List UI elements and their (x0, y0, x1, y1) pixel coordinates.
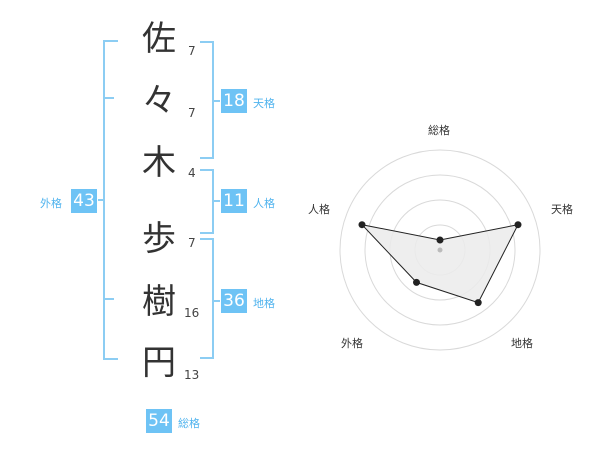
radar-point-4 (413, 278, 420, 286)
soukaku-value-box: 54 (146, 409, 172, 433)
given-char-3: 円 (142, 343, 176, 383)
gaikaku-label: 外格 (40, 197, 62, 210)
gaikaku-value-box: 43 (71, 189, 97, 213)
given-strokes-3: 13 (184, 368, 200, 382)
radar-point-3 (474, 299, 482, 307)
soukaku-label: 総格 (178, 417, 200, 430)
tenkaku-label: 天格 (253, 97, 275, 110)
radar-grid-ring-3 (364, 174, 516, 326)
chikaku-value-box: 36 (221, 289, 247, 313)
radar-axis-label-jinkaku: 人格 (308, 203, 330, 216)
given-char-1: 歩 (142, 219, 176, 259)
given-strokes-2: 16 (184, 306, 200, 320)
jinkaku-value-box: 11 (221, 189, 247, 213)
surname-strokes-1: 7 (188, 44, 196, 58)
radar-grid-ring-4 (339, 149, 541, 351)
surname-char-3: 木 (142, 143, 176, 183)
radar-point-2 (514, 221, 522, 229)
jinkaku-label: 人格 (253, 197, 275, 210)
radar-axis-label-gaikaku: 外格 (341, 337, 363, 350)
chikaku-label: 地格 (253, 297, 275, 310)
given-char-2: 樹 (142, 282, 176, 322)
chikaku-bracket (200, 238, 214, 359)
radar-point-1 (436, 236, 444, 244)
surname-strokes-3: 4 (188, 166, 196, 180)
tenkaku-value-box: 18 (221, 89, 247, 113)
radar-axis-label-soukaku: 総格 (428, 124, 450, 137)
radar-point-5 (358, 221, 366, 229)
given-strokes-1: 7 (188, 236, 196, 250)
surname-char-2: 々 (142, 81, 176, 121)
surname-strokes-2: 7 (188, 106, 196, 120)
radar-axis-label-tenkaku: 天格 (551, 203, 573, 216)
surname-char-1: 佐 (142, 19, 176, 59)
radar-center-point (437, 247, 443, 253)
radar-area (360, 223, 519, 304)
radar-axis-label-chikaku: 地格 (511, 337, 533, 350)
